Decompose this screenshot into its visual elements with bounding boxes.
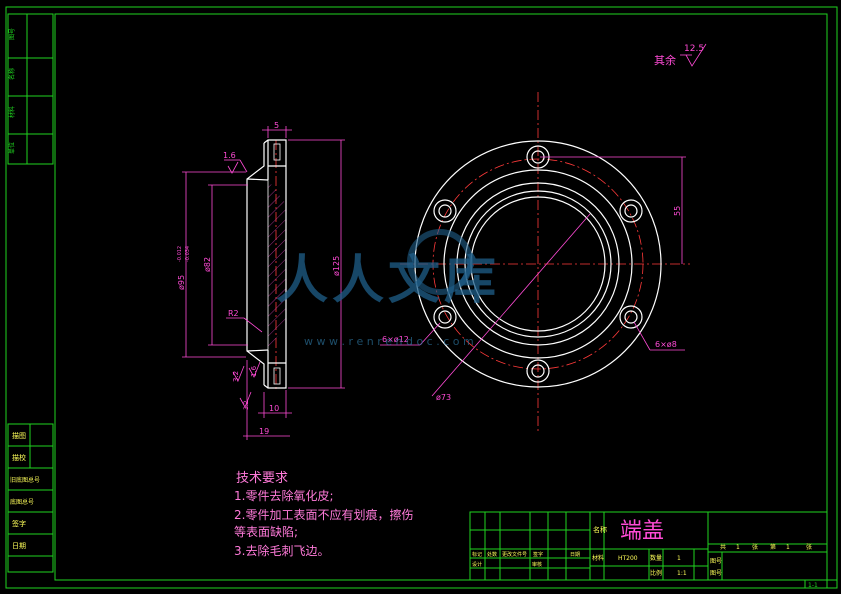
roughness-label: 其余 [654,53,676,67]
sheet-no: 1 [786,544,790,551]
left-binding-strip: 图号 名称 材料 单位 [7,13,54,165]
row-label-5: 日期 [570,552,580,558]
front-view [400,92,690,432]
svg-text:图号: 图号 [9,28,16,40]
strip-label-3: 旧底图总号 [10,476,40,484]
tech-req-item-3: 等表面缺陷; [234,524,298,539]
tech-req-item-4: 3.去除毛刺飞边。 [234,543,329,558]
left-label-design: 设计 [472,561,482,568]
part-name: 端盖 [620,519,664,544]
tech-req-title: 技术要求 [236,471,288,486]
watermark-text: 人人文库 [276,250,500,311]
roughness-value: 12.5 [684,44,704,54]
row-label-2: 处数 [487,551,497,558]
sheet-unit-1: 张 [752,543,758,551]
scale-value: 1:1 [677,570,687,577]
dim-d95-tol-bottom: -0.034 [185,246,191,262]
corner-box: 1-1 [808,582,818,589]
bolt-hole-2 [619,199,643,223]
sheet-no-label: 第 [770,543,776,551]
watermark-url: w w w . r e n r e n d o c . c o m [304,335,474,348]
bolt-hole-3 [619,305,643,329]
sheet-total-label: 共 [720,543,726,551]
label-quantity: 数量 [650,554,662,562]
quantity-value: 1 [677,555,681,562]
svg-text:名称: 名称 [8,68,16,80]
row-label-4: 签字 [533,551,543,558]
dim-rough-left: 3.2 [232,371,240,382]
dim-radius: R2 [228,309,239,318]
material-value: HT200 [618,555,638,562]
watermark [407,229,473,295]
tech-req-item-1: 1.零件去除氧化皮; [234,488,334,503]
row-label-1: 标记 [472,551,482,558]
row-label-3: 更改文件号 [502,551,527,558]
dim-rough-small: 3.2 [243,400,250,410]
bolt-hole-5 [433,305,457,329]
strip-label-4: 底图总号 [10,498,34,506]
label-scale: 比例 [650,569,662,577]
tech-req-item-2: 2.零件加工表面不应有划痕，擦伤 [234,507,413,522]
dim-d95-tol-top: -0.012 [177,246,183,262]
strip-label-6: 日期 [12,542,26,550]
section-dimensions [182,126,345,440]
dim-vertical-55: 55 [673,206,682,216]
roughness-symbol [680,43,707,67]
left-revision-strip [7,423,54,573]
bolt-hole-6 [433,199,457,223]
label-name: 名称 [593,525,607,534]
bolt-hole-4 [526,359,550,383]
label-material: 材料 [592,554,604,562]
title-block [469,511,837,589]
sheet-frame [5,6,838,589]
dim-width-19: 19 [259,427,269,436]
svg-text:材料: 材料 [8,106,16,118]
front-dimensions [380,156,686,397]
sheet-unit-2: 张 [806,543,812,551]
strip-label-1: 描图 [12,431,26,440]
dim-rough-bottom: 1.6 [250,365,258,377]
strip-label-2: 描校 [12,453,26,462]
dim-holes-12: 6×ø12 [382,335,409,344]
dim-d95: ø95 [177,275,186,290]
dim-d125: ø125 [332,256,341,276]
section-view [246,139,287,392]
strip-label-5: 签字 [12,519,26,528]
dim-d82: ø82 [203,257,212,272]
dim-width-10: 10 [269,404,279,413]
left-label-review: 审核 [532,561,542,568]
label-drawing-no-1: 图号 [710,558,722,565]
sheet-total: 1 [736,544,740,551]
dim-chamfer: 1.6 [223,151,236,160]
svg-text:单位: 单位 [8,142,16,154]
label-drawing-no-2: 图号 [710,570,722,577]
dim-holes-8: 6×ø8 [655,340,677,349]
dim-d73: ø73 [436,393,451,402]
dim-top-width: 5 [274,121,279,130]
